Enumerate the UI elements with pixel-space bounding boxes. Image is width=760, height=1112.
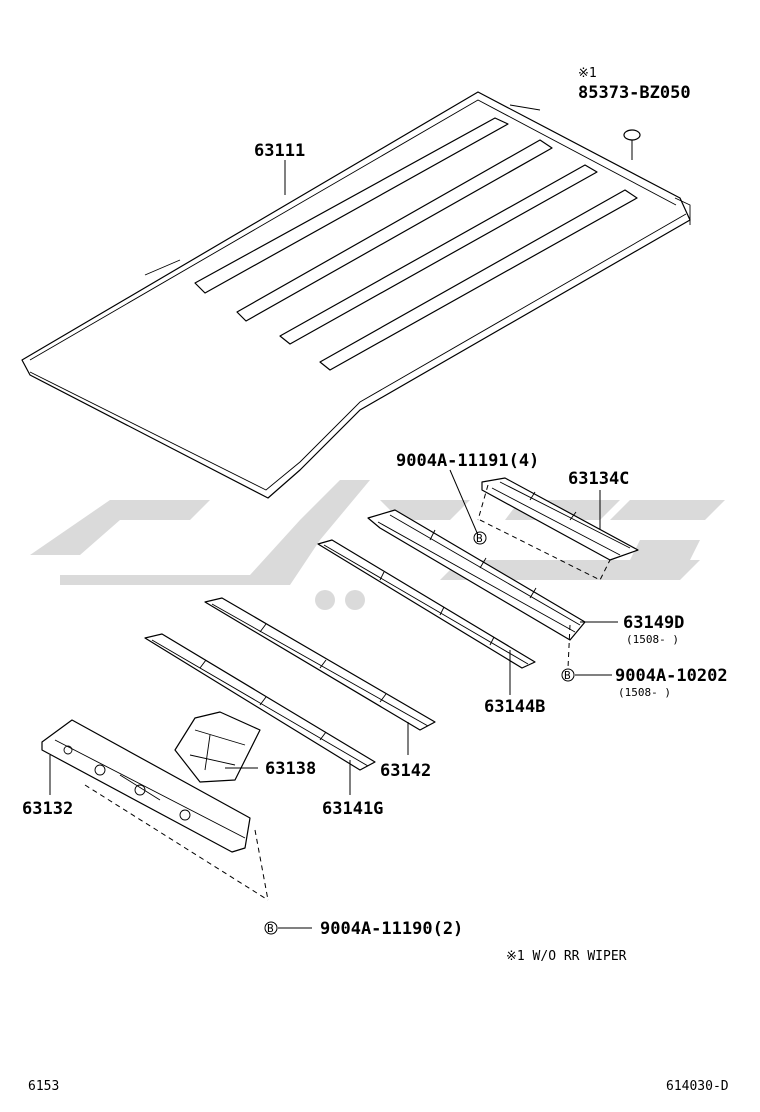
part-range-9004a-10202: (1508- ) (618, 686, 671, 699)
part-label-63132: 63132 (22, 799, 73, 819)
bolt-dashed-lines (84, 484, 611, 901)
part-label-63111: 63111 (254, 141, 305, 161)
part-label-63134c: 63134C (568, 469, 629, 489)
part-label-9004a-11191: 9004A-11191(4) (396, 451, 539, 471)
plug-note-mark: ※1 (578, 66, 597, 81)
part-label-85373-bz050: 85373-BZ050 (578, 83, 691, 103)
roof-bow-63144b (317, 539, 536, 669)
roof-bow-63141g (144, 633, 376, 771)
part-label-9004a-11190: 9004A-11190(2) (320, 919, 463, 939)
roof-panel-63111 (21, 91, 691, 499)
part-label-63138: 63138 (265, 759, 316, 779)
svg-text:B: B (476, 532, 483, 545)
part-label-63142: 63142 (380, 761, 431, 781)
roof-bow-63142 (204, 597, 436, 731)
part-label-63149d: 63149D (623, 613, 684, 633)
bolt-marker-3: B (264, 921, 278, 935)
rear-reinforcement-63149d (367, 509, 586, 641)
rear-header-63134c (481, 477, 639, 561)
bolt-marker-1: B (473, 531, 487, 545)
part-label-63141g: 63141G (322, 799, 383, 819)
leader-lines (49, 160, 618, 929)
part-range-63149d: (1508- ) (626, 633, 679, 646)
part-label-9004a-10202: 9004A-10202 (615, 666, 728, 686)
front-header-63132 (41, 719, 251, 853)
bracket-63138 (174, 711, 261, 783)
part-label-63144b: 63144B (484, 697, 545, 717)
roof-plug-85373 (623, 129, 641, 160)
footer-right-code: 614030-D (666, 1079, 729, 1094)
bolt-marker-2: B (561, 668, 575, 682)
svg-text:B: B (267, 922, 274, 935)
svg-text:B: B (564, 669, 571, 682)
footnote-wo-rr-wiper: ※1 W/O RR WIPER (506, 949, 627, 964)
footer-left-code: 6153 (28, 1079, 59, 1094)
